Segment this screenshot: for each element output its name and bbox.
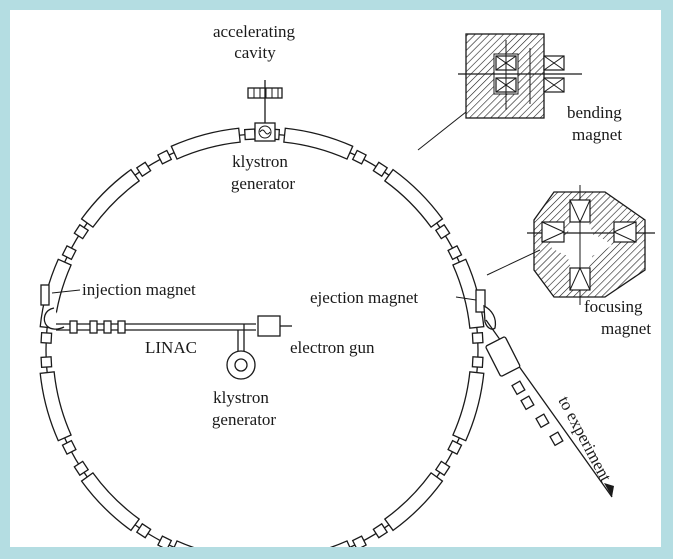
focusing-magnet-block bbox=[157, 535, 173, 547]
focusing-magnet-block bbox=[135, 522, 152, 539]
label-klystron-top-1: klystron bbox=[232, 152, 288, 171]
focusing-magnet-block bbox=[73, 223, 90, 240]
klystron-generator-top bbox=[254, 122, 276, 142]
ejection-magnet bbox=[455, 289, 614, 498]
label-bending-magnet-1: bending bbox=[567, 103, 622, 122]
label-focusing-magnet-2: magnet bbox=[601, 319, 651, 338]
label-bending-magnet-2: magnet bbox=[572, 125, 622, 144]
bending-magnet-segment bbox=[283, 127, 354, 160]
label-to-experiment: to experiment bbox=[554, 393, 615, 485]
focusing-magnet-detail bbox=[486, 185, 655, 305]
label-injection-magnet: injection magnet bbox=[82, 280, 196, 299]
focusing-magnet-block bbox=[434, 460, 451, 477]
bending-magnet-segment bbox=[329, 540, 351, 547]
focusing-magnet-block bbox=[243, 128, 256, 141]
bending-magnet-segment bbox=[173, 540, 195, 547]
label-linac: LINAC bbox=[145, 338, 197, 357]
focusing-magnet-block bbox=[471, 356, 484, 369]
focusing-magnet-block bbox=[372, 522, 389, 539]
ring-magnets bbox=[39, 127, 485, 547]
focusing-magnet-block bbox=[447, 245, 463, 261]
focusing-magnet-block bbox=[61, 245, 77, 261]
label-focusing-magnet-1: focusing bbox=[584, 297, 643, 316]
label-electron-gun: electron gun bbox=[290, 338, 375, 357]
bending-magnet-segment bbox=[80, 168, 141, 229]
label-accelerating-cavity-2: cavity bbox=[234, 43, 276, 62]
label-accelerating-cavity-1: accelerating bbox=[213, 22, 296, 41]
bending-magnet-segment bbox=[452, 371, 485, 442]
label-klystron-top-2: generator bbox=[231, 174, 296, 193]
bending-magnet-segment bbox=[383, 168, 444, 229]
focusing-magnet-block bbox=[471, 331, 484, 344]
focusing-magnet-block bbox=[351, 535, 367, 547]
focusing-magnet-block bbox=[73, 460, 90, 477]
bending-magnet-segment bbox=[39, 371, 72, 442]
accelerating-cavity bbox=[247, 80, 283, 123]
focusing-magnet-block bbox=[40, 356, 53, 369]
focusing-magnet-block bbox=[351, 149, 367, 165]
focusing-magnet-block bbox=[372, 161, 389, 178]
focusing-magnet-block bbox=[447, 439, 463, 455]
bending-magnet-segment bbox=[170, 127, 241, 160]
bending-magnet-segment bbox=[383, 471, 444, 532]
diagram-frame: accelerating cavity klystron generator b… bbox=[10, 10, 661, 547]
label-klystron-bottom-1: klystron bbox=[213, 388, 269, 407]
focusing-magnet-block bbox=[40, 331, 53, 344]
linac bbox=[56, 315, 292, 380]
focusing-magnet-block bbox=[434, 223, 451, 240]
bending-magnet-detail bbox=[417, 33, 582, 151]
bending-magnet-segment bbox=[80, 471, 141, 532]
focusing-magnet-block bbox=[135, 161, 152, 178]
label-klystron-bottom-2: generator bbox=[212, 410, 277, 429]
synchrotron-diagram: accelerating cavity klystron generator b… bbox=[39, 22, 655, 547]
focusing-magnet-block bbox=[157, 149, 173, 165]
focusing-magnet-block bbox=[61, 439, 77, 455]
label-ejection-magnet: ejection magnet bbox=[310, 288, 418, 307]
